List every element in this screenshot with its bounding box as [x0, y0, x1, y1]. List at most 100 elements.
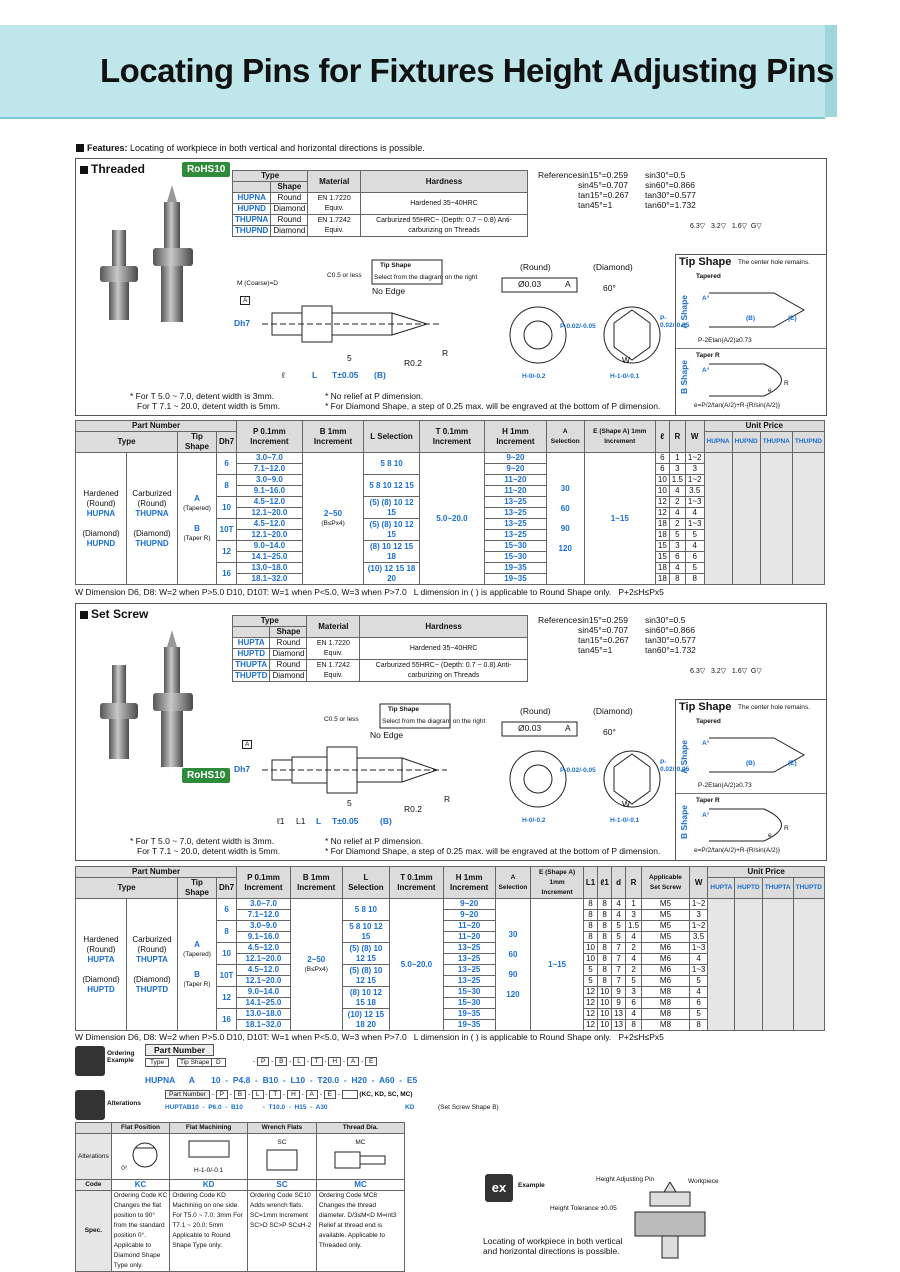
- th-price-type: THUPND: [791, 431, 826, 453]
- title-banner: [0, 25, 837, 119]
- h-cell: 19~35: [484, 573, 547, 585]
- detent-notes-2: * For T 5.0 ~ 7.0, detent width is 3mm.F…: [130, 836, 280, 856]
- material-cell: EN 1.7220 Equiv.: [306, 637, 361, 660]
- th-t: T 0.1mm Increment: [418, 420, 486, 453]
- p-cell: 3.0~7.0: [236, 452, 303, 464]
- drawing-ell1: ℓ1: [277, 816, 285, 826]
- th-d: d: [611, 866, 626, 899]
- p-cell: 13.0~18.0: [236, 1008, 291, 1020]
- square-bullet-icon: [80, 166, 88, 174]
- ell-cell: 10: [654, 474, 670, 486]
- relief-notes: * No relief at P dimension.* For Diamond…: [325, 391, 660, 411]
- drawing-h-tol: H-0/-0.2: [522, 817, 546, 824]
- drawing-p-tol: P-0.02/-0.05: [560, 767, 596, 774]
- alt-kd: KD: [405, 1104, 415, 1111]
- ordering-d-box: D: [211, 1058, 226, 1067]
- features-text: Locating of workpiece in both vertical a…: [130, 143, 425, 153]
- t-cell: 5.0~20.0: [418, 452, 486, 585]
- tip-text: B: [194, 523, 200, 533]
- h-cell: 13~25: [442, 975, 496, 987]
- example-label: Example: [518, 1182, 545, 1189]
- th-unit-price: Unit Price: [703, 420, 825, 432]
- R-cell: 1.5: [624, 920, 643, 932]
- l-cell: (5) (8) 10 12 15: [363, 518, 420, 541]
- relief-note: * For Diamond Shape, a step of 0.25 max.…: [325, 846, 661, 856]
- alt-draw-text: SC: [277, 1139, 287, 1146]
- d2-cell: 4: [611, 909, 626, 921]
- drawing-w: W: [622, 355, 631, 365]
- pin-photo-svg-2: [100, 630, 193, 767]
- shape-cell: Round: [269, 637, 308, 649]
- reference-block: Reference:: [538, 170, 580, 180]
- tip-e-label-2: e: [768, 387, 772, 394]
- a-value: 30: [508, 929, 518, 939]
- ell1-cell: 8: [597, 909, 613, 921]
- th-t: T 0.1mm Increment: [389, 866, 444, 899]
- tip-text: A: [194, 493, 200, 503]
- type-text: THUPTD: [135, 984, 169, 994]
- ell1-cell: 10: [597, 997, 613, 1009]
- th-p: P 0.1mm Increment: [236, 866, 291, 899]
- w-cell: 1~3: [684, 496, 705, 508]
- d2-cell: 4: [611, 898, 626, 910]
- ell-cell: 18: [654, 529, 670, 541]
- features-line: Features: Locating of workpiece in both …: [76, 143, 425, 153]
- detent-note: For T 7.1 ~ 20.0, detent width is 5mm.: [137, 401, 281, 411]
- alt-col: H: [287, 1090, 300, 1099]
- alt-col: L: [251, 1090, 264, 1099]
- w-cell: 8: [684, 573, 705, 585]
- screw-cell: M5: [641, 898, 690, 910]
- price-cell: [734, 898, 763, 1031]
- pin-drawing-svg: [262, 259, 443, 343]
- alt-code-box: [341, 1090, 358, 1099]
- drawing-datum-a: A: [242, 740, 253, 749]
- roughness-symbols: 6.3▽ 3.2▽ 1.6▽ G▽: [690, 223, 762, 230]
- alt-code: KC: [110, 1179, 171, 1191]
- relief-note: * No relief at P dimension.: [325, 836, 424, 846]
- d2-cell: 5: [611, 920, 626, 932]
- p-cell: 3.0~7.0: [236, 898, 291, 910]
- ordering-boxes: Part Number Type Tip Shape D - P - B - L…: [145, 1044, 445, 1072]
- drawing-no-edge: No Edge: [372, 286, 406, 296]
- w-cell: 1~3: [684, 518, 705, 530]
- footnote-p: P+2≤H≤Px5: [618, 587, 664, 597]
- drawing-tip-shape-label: Tip Shape: [380, 262, 411, 269]
- ell1-cell: 10: [597, 986, 613, 998]
- d-cell: 12: [215, 540, 238, 563]
- l-cell: (10) 12 15 18 20: [341, 1008, 391, 1031]
- ell-cell: 6: [654, 452, 670, 464]
- screw-cell: M6: [641, 953, 690, 965]
- w-cell: 3.5: [688, 931, 709, 943]
- drawing-phi: Ø0.03: [518, 279, 542, 289]
- tip-shape-box-2: Tip Shape The center hole remains. Taper…: [675, 699, 827, 861]
- ref-value: sin60°=0.866: [645, 625, 695, 635]
- tip-b-shape-label: B Shape: [679, 360, 689, 395]
- th-dh7: Dh7: [215, 877, 238, 899]
- r-cell: 2: [668, 496, 686, 508]
- alt-row-label: Alterations: [75, 1133, 112, 1180]
- ordering-col: H: [328, 1057, 342, 1066]
- th-price-type: THUPTD: [792, 877, 826, 899]
- b-value: 2~50: [307, 954, 326, 964]
- type-cell: THUPTA: [231, 659, 271, 671]
- p-cell: 12.1~20.0: [236, 953, 291, 965]
- pin-drawing-threaded: Tip Shape Select from the diagram on the…: [232, 258, 532, 388]
- th-p: P 0.1mm Increment: [236, 420, 303, 453]
- d-cell: 10T: [215, 964, 238, 987]
- tip-text: A: [194, 939, 200, 949]
- drawing-r02: R0.2: [404, 804, 422, 814]
- roughness-symbols-2: 6.3▽ 3.2▽ 1.6▽ G▽: [690, 668, 762, 675]
- price-cell: [707, 898, 736, 1031]
- drawing-c05: C0.5 or less: [324, 716, 359, 723]
- a-value: 60: [560, 503, 570, 513]
- pin-photo-svg: [100, 185, 193, 322]
- l-cell: 5 8 10: [341, 898, 391, 921]
- L1-cell: 5: [582, 975, 599, 987]
- alt-th: Thread Dia.: [315, 1122, 406, 1134]
- R-cell: 4: [624, 953, 643, 965]
- screw-cell: M8: [641, 997, 690, 1009]
- tip-formula: e=P/2/tan(A/2)+R-{R/sin(A/2)}: [694, 402, 780, 409]
- w-cell: 8: [688, 1019, 709, 1031]
- drawing-datum-a: A: [240, 296, 251, 305]
